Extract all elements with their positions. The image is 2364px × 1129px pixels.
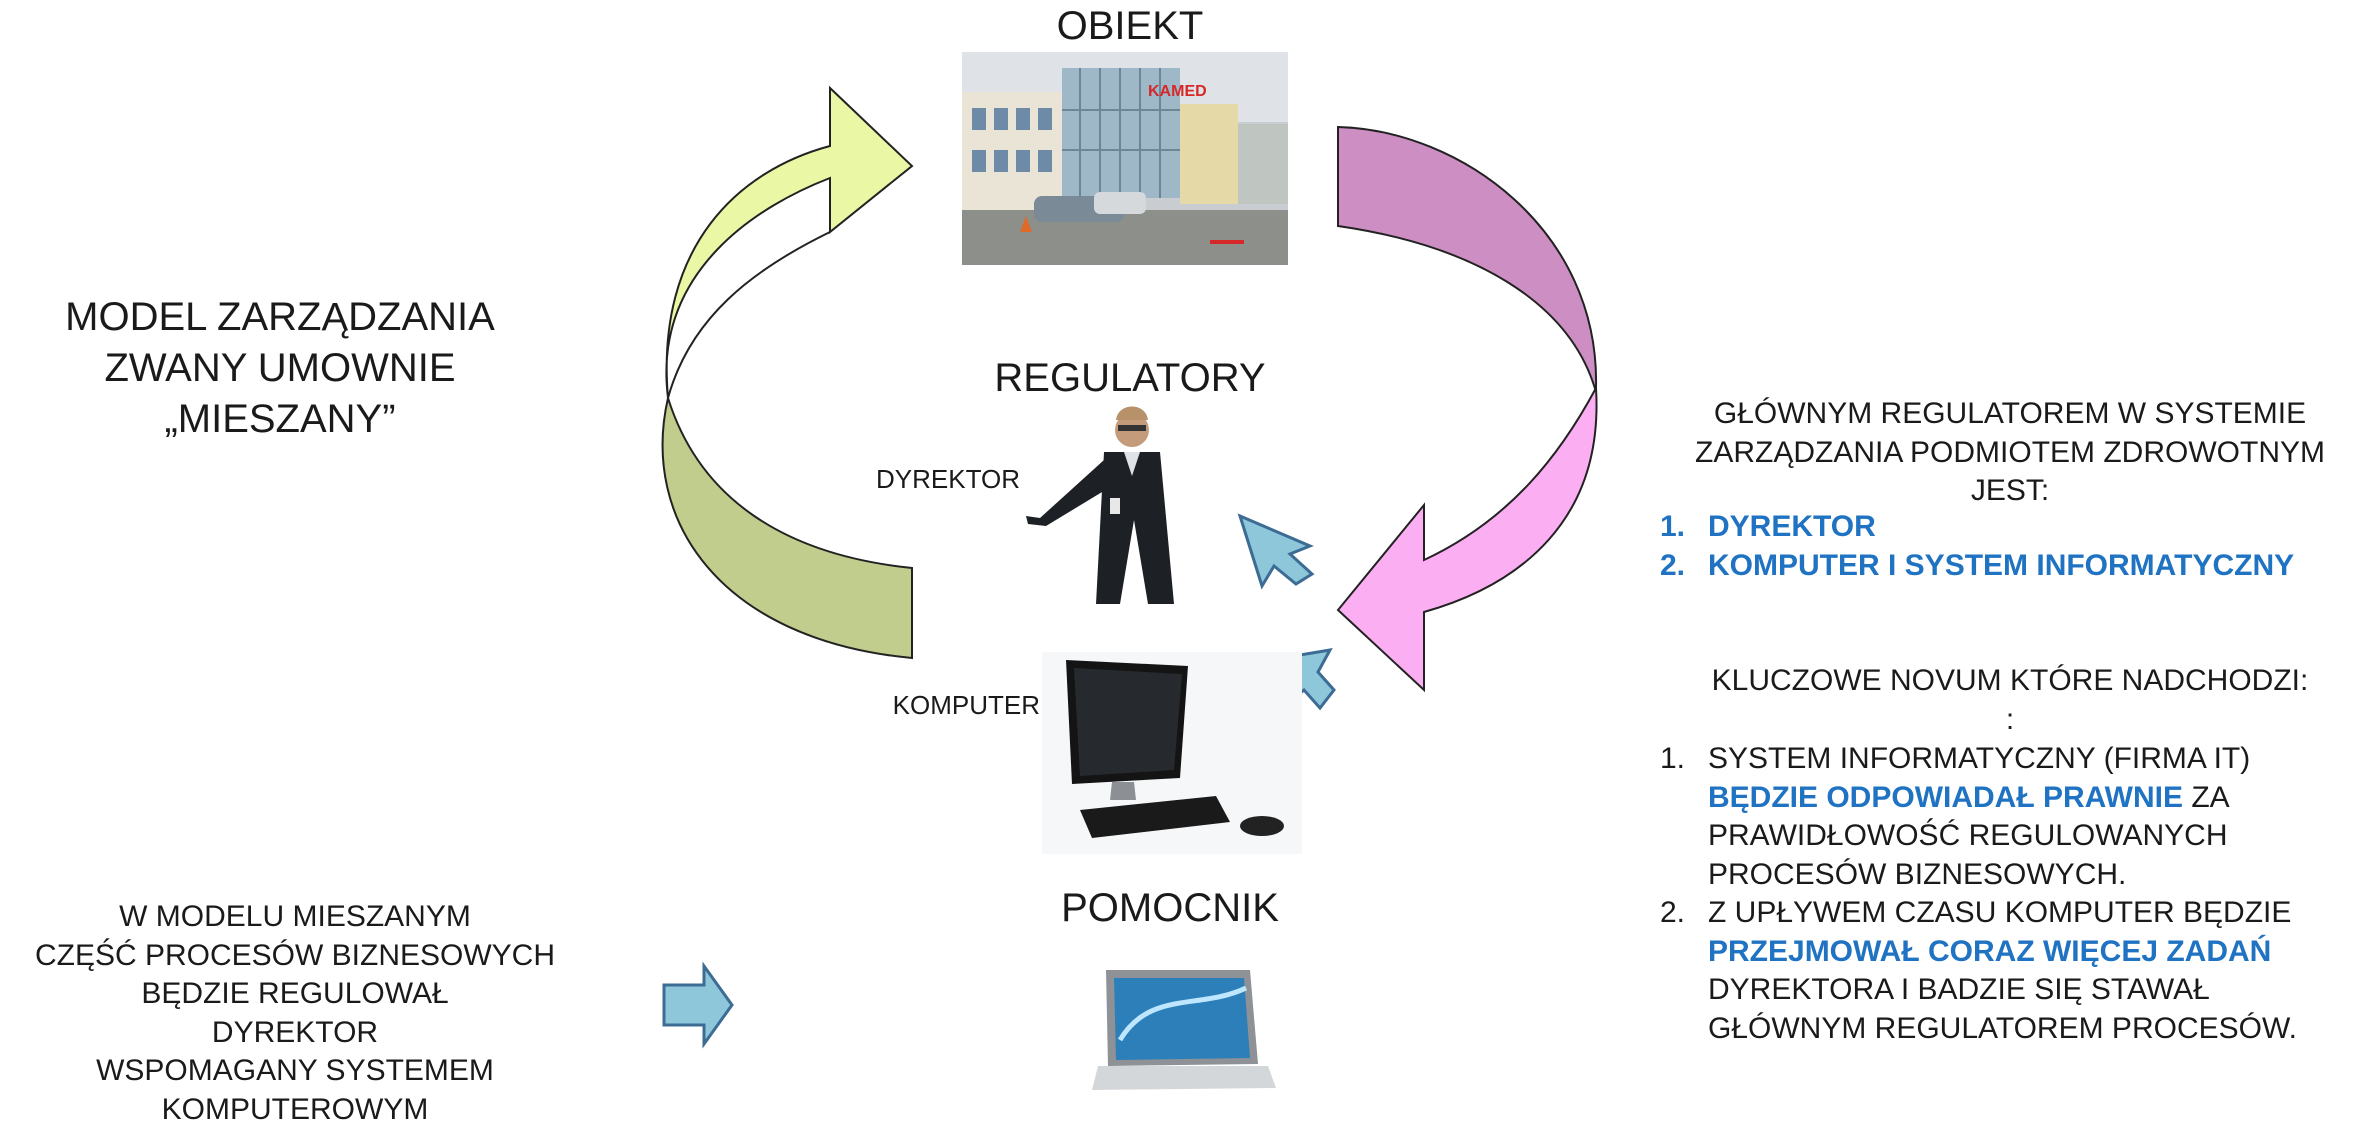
regulator-item: 2. KOMPUTER I SYSTEM INFORMATYCZNY [1660, 547, 2360, 586]
heading-line: JEST: [1660, 472, 2360, 511]
heading-line: ZARZĄDZANIA PODMIOTEM ZDROWOTNYM [1660, 434, 2360, 473]
komputer-label: KOMPUTER [860, 690, 1040, 721]
pomocnik-label: POMOCNIK [1000, 886, 1340, 931]
novum-heading-text: KLUCZOWE NOVUM KTÓRE NADCHODZI: [1660, 662, 2360, 701]
list-number: 2. [1660, 547, 1685, 586]
novum-heading: KLUCZOWE NOVUM KTÓRE NADCHODZI: : [1660, 662, 2360, 739]
small-arrow-to-dyrektor [1240, 516, 1312, 586]
novum-heading-colon: : [1660, 701, 2360, 740]
novum-list: 1. SYSTEM INFORMATYCZNY (FIRMA IT) BĘDZI… [1660, 740, 2360, 1048]
dyrektor-man-photo [1014, 404, 1214, 606]
komputer-desktop-photo [1042, 652, 1302, 854]
model-title-line-1: MODEL ZARZĄDZANIA [20, 292, 540, 343]
list-number: 2. [1660, 894, 1685, 933]
left-arrow-upper-band [666, 88, 912, 398]
novum-highlight: PRZEJMOWAŁ CORAZ WIĘCEJ ZADAŃ [1708, 935, 2271, 968]
novum-text: Z UPŁYWEM CZASU KOMPUTER BĘDZIE [1708, 896, 2291, 929]
heading-line: GŁÓWNYM REGULATOREM W SYSTEMIE [1660, 395, 2360, 434]
right-arrow-upper-band [1338, 127, 1596, 392]
novum-highlight: BĘDZIE ODPOWIADAŁ PRAWNIE [1708, 781, 2183, 814]
description-line: WSPOMAGANY SYSTEMEM [0, 1052, 590, 1091]
left-arrow-lower-band [663, 398, 912, 658]
novum-text: SYSTEM INFORMATYCZNY (FIRMA IT) [1708, 742, 2250, 775]
novum-item: 2. Z UPŁYWEM CZASU KOMPUTER BĘDZIE PRZEJ… [1660, 894, 2360, 1048]
list-number: 1. [1660, 508, 1685, 547]
dyrektor-label: DYREKTOR [820, 464, 1020, 495]
description-line: W MODELU MIESZANYM [0, 898, 590, 937]
obiekt-sign: KAMED [1148, 83, 1207, 100]
small-arrow-right-bottom [664, 966, 732, 1044]
main-regulator-heading: GŁÓWNYM REGULATOREM W SYSTEMIE ZARZĄDZAN… [1660, 395, 2360, 511]
regulator-text: DYREKTOR [1708, 510, 1876, 543]
regulator-item: 1. DYREKTOR [1660, 508, 2360, 547]
regulatory-label: REGULATORY [940, 356, 1320, 401]
description-line: KOMPUTEROWYM [0, 1091, 590, 1129]
regulators-list: 1. DYREKTOR 2. KOMPUTER I SYSTEM INFORMA… [1660, 508, 2360, 585]
model-title: MODEL ZARZĄDZANIA ZWANY UMOWNIE „MIESZAN… [20, 292, 540, 445]
left-cycle-arrow [663, 88, 912, 658]
description-line: DYREKTOR [0, 1014, 590, 1053]
description-line: CZĘŚĆ PROCESÓW BIZNESOWYCH [0, 937, 590, 976]
novum-text-rest: DYREKTORA I BADZIE SIĘ STAWAŁ GŁÓWNYM RE… [1708, 973, 2297, 1045]
model-title-line-2: ZWANY UMOWNIE [20, 343, 540, 394]
list-number: 1. [1660, 740, 1685, 779]
novum-item: 1. SYSTEM INFORMATYCZNY (FIRMA IT) BĘDZI… [1660, 740, 2360, 894]
mixed-model-description: W MODELU MIESZANYM CZĘŚĆ PROCESÓW BIZNES… [0, 898, 590, 1129]
right-arrow-lower-band [1338, 388, 1597, 690]
obiekt-building-photo: KAMED [962, 52, 1288, 265]
obiekt-label: OBIEKT [1010, 4, 1250, 49]
pomocnik-laptop-photo [1090, 962, 1280, 1102]
regulator-text: KOMPUTER I SYSTEM INFORMATYCZNY [1708, 549, 2294, 582]
model-title-line-3: „MIESZANY” [20, 394, 540, 445]
right-cycle-arrow [1338, 127, 1597, 690]
description-line: BĘDZIE REGULOWAŁ [0, 975, 590, 1014]
